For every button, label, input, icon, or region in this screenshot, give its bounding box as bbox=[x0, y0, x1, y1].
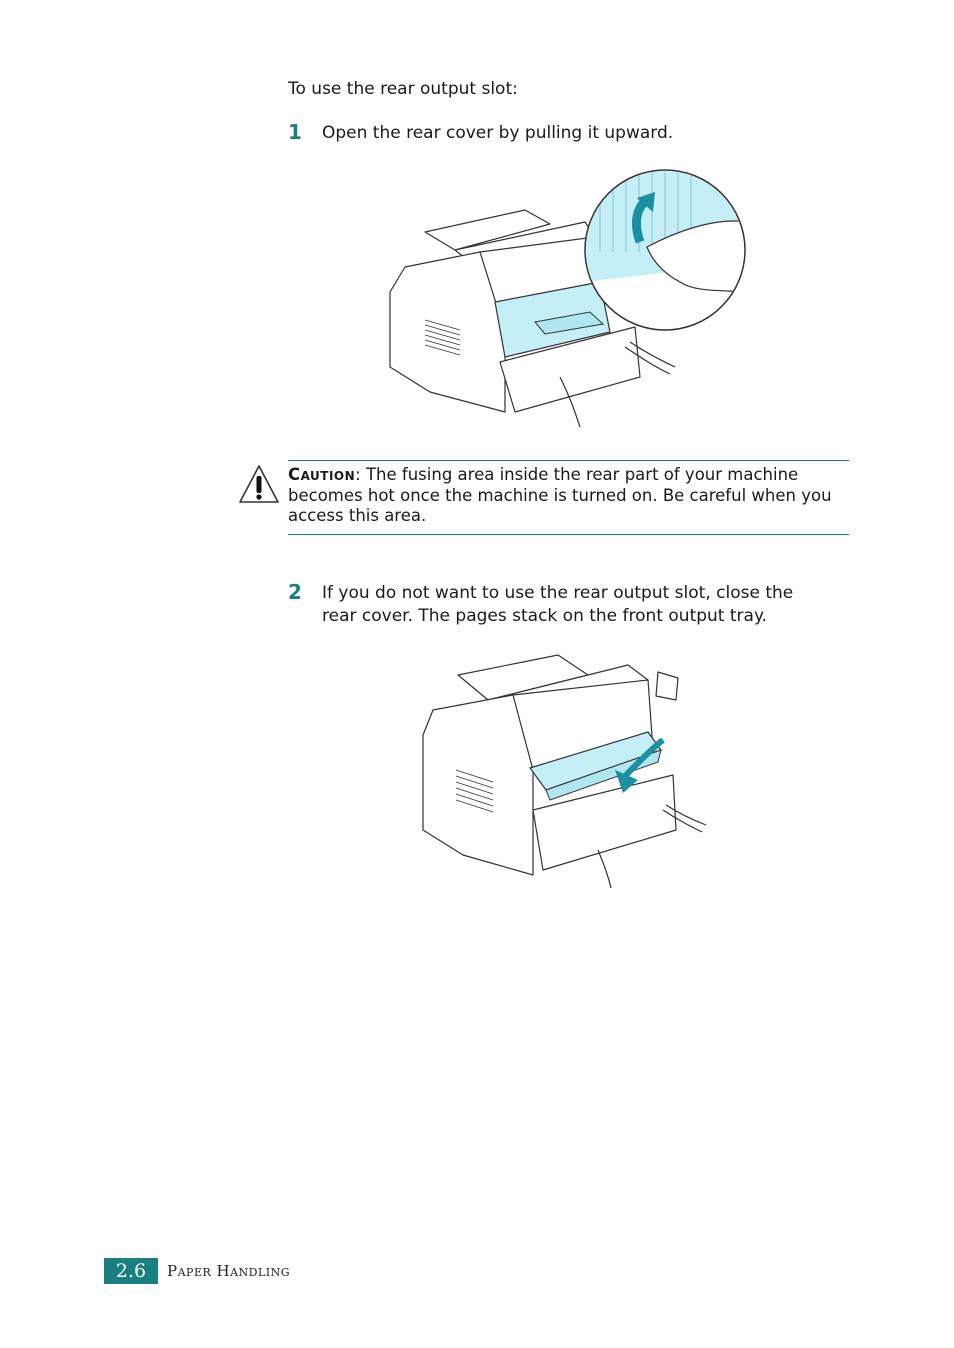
printer-rear-cover-open-illustration bbox=[389, 169, 746, 428]
caution-body: : The fusing area inside the rear part o… bbox=[288, 465, 832, 525]
warning-triangle-icon bbox=[239, 465, 279, 503]
step-text: Open the rear cover by pulling it upward… bbox=[322, 123, 674, 143]
caution-top-rule bbox=[288, 460, 849, 461]
page-number-badge: 2.6 bbox=[104, 1258, 158, 1284]
section-title: Paper Handling bbox=[167, 1262, 291, 1280]
step-number: 2 bbox=[288, 580, 302, 604]
caution-text: Caution: The fusing area inside the rear… bbox=[288, 465, 848, 527]
step-number: 1 bbox=[288, 120, 302, 144]
printer-rear-cover-close-illustration bbox=[422, 654, 707, 889]
step-text: If you do not want to use the rear outpu… bbox=[322, 583, 794, 626]
intro-text: To use the rear output slot: bbox=[288, 79, 518, 99]
caution-label: Caution bbox=[288, 465, 356, 484]
caution-bottom-rule bbox=[288, 534, 849, 535]
